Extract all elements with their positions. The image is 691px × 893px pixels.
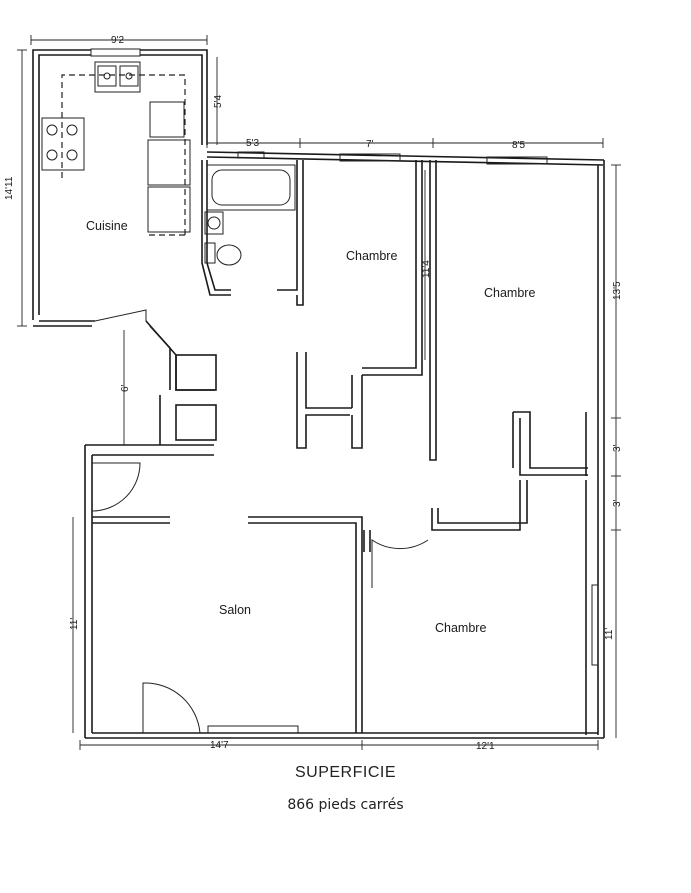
dim-bedroom1-depth: 11'4 — [421, 260, 432, 278]
dim-kitchen-width: 9'2 — [111, 35, 124, 46]
bedroom-3-label: Chambre — [435, 621, 486, 635]
dim-closet-1: 3' — [612, 444, 623, 452]
kitchen-fixtures — [41, 61, 191, 236]
dim-bath-width: 5'3 — [246, 138, 259, 149]
living-room-label: Salon — [219, 603, 251, 617]
dim-bedroom3-width: 12'1 — [476, 741, 495, 752]
walls — [32, 48, 605, 739]
door-swings — [91, 309, 429, 734]
area-value: 866 pieds carrés — [287, 797, 404, 813]
dim-hall: 6' — [120, 384, 131, 392]
bedroom-2-label: Chambre — [484, 286, 535, 300]
dimension-lines — [17, 35, 621, 750]
dim-bedroom1-width: 7' — [366, 139, 374, 150]
area-title: SUPERFICIE — [294, 764, 396, 781]
dim-bedroom2-depth: 13'5 — [612, 281, 623, 300]
windows — [207, 151, 599, 734]
dim-bedroom2-width: 8'5 — [512, 140, 525, 151]
dim-living-width: 14'7 — [210, 740, 229, 751]
dim-kitchen-depth: 14'11 — [4, 176, 15, 200]
dim-living-depth: 11' — [69, 618, 80, 630]
bedroom-1-label: Chambre — [346, 249, 397, 263]
dim-closet-2: 3' — [612, 499, 623, 507]
dim-kitchen-offset: 5'4 — [213, 95, 224, 108]
kitchen-label: Cuisine — [86, 219, 128, 233]
bathroom-fixtures — [204, 164, 296, 266]
dim-bedroom3-depth: 11' — [604, 628, 615, 640]
